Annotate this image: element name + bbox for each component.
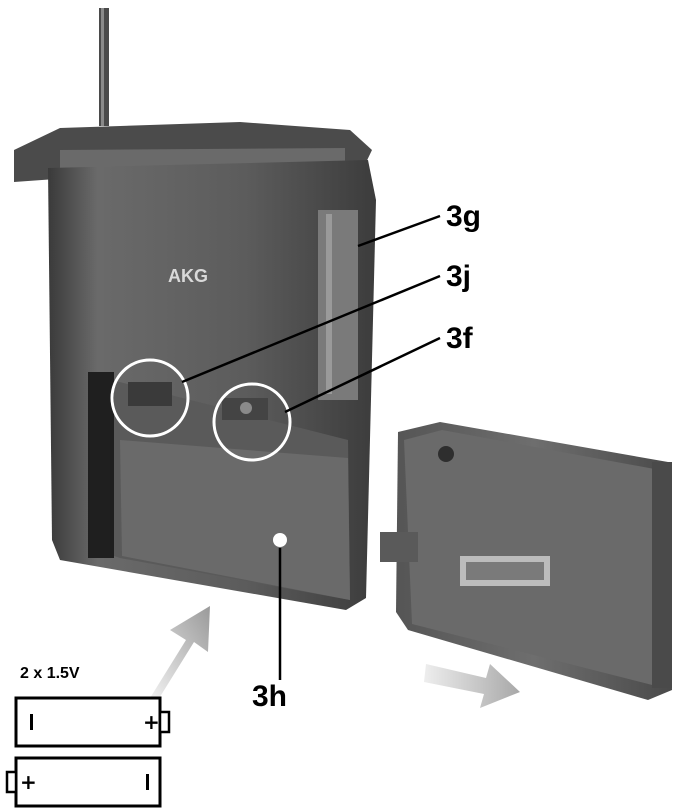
label-3j: 3j [446, 260, 471, 293]
battery-caption: 2 x 1.5V [20, 665, 80, 682]
minus-mark [30, 714, 33, 730]
transmitter-body: AKG [14, 122, 376, 610]
remove-arrow-icon [424, 664, 520, 708]
highlight-circle-3f [212, 382, 292, 462]
minus-mark [146, 774, 149, 790]
battery-bottom: + [5, 756, 162, 808]
battery-top: + [14, 696, 171, 748]
label-3h: 3h [252, 680, 287, 713]
highlight-circle-3j [110, 358, 190, 438]
antenna [99, 8, 109, 126]
leader-lines [181, 214, 441, 680]
label-3f: 3f [446, 322, 474, 355]
insert-arrow-icon [150, 606, 210, 700]
brand-logo: AKG [168, 266, 208, 286]
plus-mark: + [143, 710, 160, 734]
battery-cover [380, 422, 672, 700]
label-3g: 3g [446, 200, 481, 233]
plus-mark: + [20, 770, 37, 794]
